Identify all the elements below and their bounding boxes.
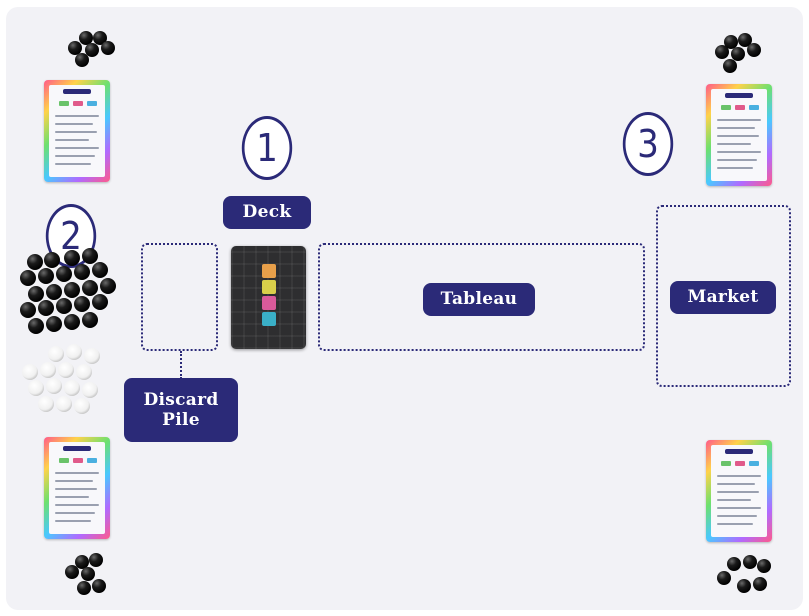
white-token-icon (58, 362, 74, 378)
discard-connector (180, 351, 182, 379)
white-token-icon (74, 398, 90, 414)
black-token-icon (717, 571, 731, 585)
reference-card-face (49, 85, 105, 177)
deck-tile-pink (262, 296, 276, 310)
black-token-icon (85, 43, 99, 57)
black-token-icon (44, 252, 60, 268)
white-token-icon (22, 364, 38, 380)
black-token-icon (64, 282, 80, 298)
white-token-icon (28, 380, 44, 396)
black-token-icon (68, 41, 82, 55)
black-token-icon (743, 555, 757, 569)
reference-card-icon (44, 437, 110, 539)
reference-card-icon (706, 84, 772, 186)
white-token-icon (48, 346, 64, 362)
market-label: Market (670, 281, 776, 314)
black-token-icon (93, 31, 107, 45)
black-token-cluster-bottom-left (65, 553, 106, 595)
black-token-icon (724, 35, 738, 49)
tableau-zone (318, 243, 645, 351)
black-token-icon (738, 33, 752, 47)
black-token-icon (757, 559, 771, 573)
black-token-icon (75, 53, 89, 67)
black-token-icon (28, 286, 44, 302)
black-token-icon (74, 296, 90, 312)
black-token-icon (727, 557, 741, 571)
black-token-icon (79, 31, 93, 45)
black-token-cluster-top-left (68, 31, 115, 67)
black-token-icon (65, 565, 79, 579)
black-token-icon (81, 567, 95, 581)
black-token-icon (723, 59, 737, 73)
black-token-icon (100, 278, 116, 294)
player-1-marker: 1 (241, 116, 293, 180)
black-token-icon (77, 581, 91, 595)
black-token-icon (74, 264, 90, 280)
white-token-icon (82, 382, 98, 398)
black-token-icon (38, 300, 54, 316)
black-token-icon (56, 266, 72, 282)
reference-card-face (49, 442, 105, 534)
reference-card-icon (706, 440, 772, 542)
black-token-icon (82, 280, 98, 296)
deck-card-icon (231, 246, 306, 349)
black-token-icon (46, 316, 62, 332)
white-token-icon (84, 348, 100, 364)
deck-tile-orange (262, 264, 276, 278)
white-token-pile-left (22, 344, 100, 414)
white-token-icon (66, 344, 82, 360)
black-token-icon (20, 270, 36, 286)
black-token-icon (46, 284, 62, 300)
black-token-icon (753, 577, 767, 591)
reference-card-icon (44, 80, 110, 182)
black-token-icon (92, 294, 108, 310)
black-token-icon (82, 248, 98, 264)
white-token-icon (46, 378, 62, 394)
black-token-icon (737, 579, 751, 593)
black-token-icon (28, 318, 44, 334)
black-token-icon (731, 47, 745, 61)
white-token-icon (56, 396, 72, 412)
discard-pile-zone (141, 243, 218, 351)
black-token-icon (101, 41, 115, 55)
black-token-icon (89, 553, 103, 567)
deck-label: Deck (223, 196, 311, 229)
tableau-label: Tableau (423, 283, 535, 316)
black-token-icon (56, 298, 72, 314)
deck-tile-yellow (262, 280, 276, 294)
black-token-cluster-bottom-right (717, 555, 771, 593)
white-token-icon (40, 362, 56, 378)
black-token-icon (64, 314, 80, 330)
black-token-icon (92, 579, 106, 593)
discard-pile-label: Discard Pile (124, 378, 238, 442)
black-token-icon (38, 268, 54, 284)
black-token-icon (715, 45, 729, 59)
black-token-icon (82, 312, 98, 328)
black-token-icon (75, 555, 89, 569)
white-token-icon (38, 396, 54, 412)
deck-tile-teal (262, 312, 276, 326)
black-token-cluster-top-right (715, 33, 761, 73)
black-token-icon (92, 262, 108, 278)
black-token-icon (64, 250, 80, 266)
reference-card-face (711, 445, 767, 537)
black-token-icon (747, 43, 761, 57)
white-token-icon (64, 380, 80, 396)
market-zone (656, 205, 791, 387)
black-token-pile-left (20, 248, 116, 334)
player-3-marker: 3 (622, 112, 674, 176)
black-token-icon (27, 254, 43, 270)
black-token-icon (20, 302, 36, 318)
white-token-icon (76, 364, 92, 380)
reference-card-face (711, 89, 767, 181)
